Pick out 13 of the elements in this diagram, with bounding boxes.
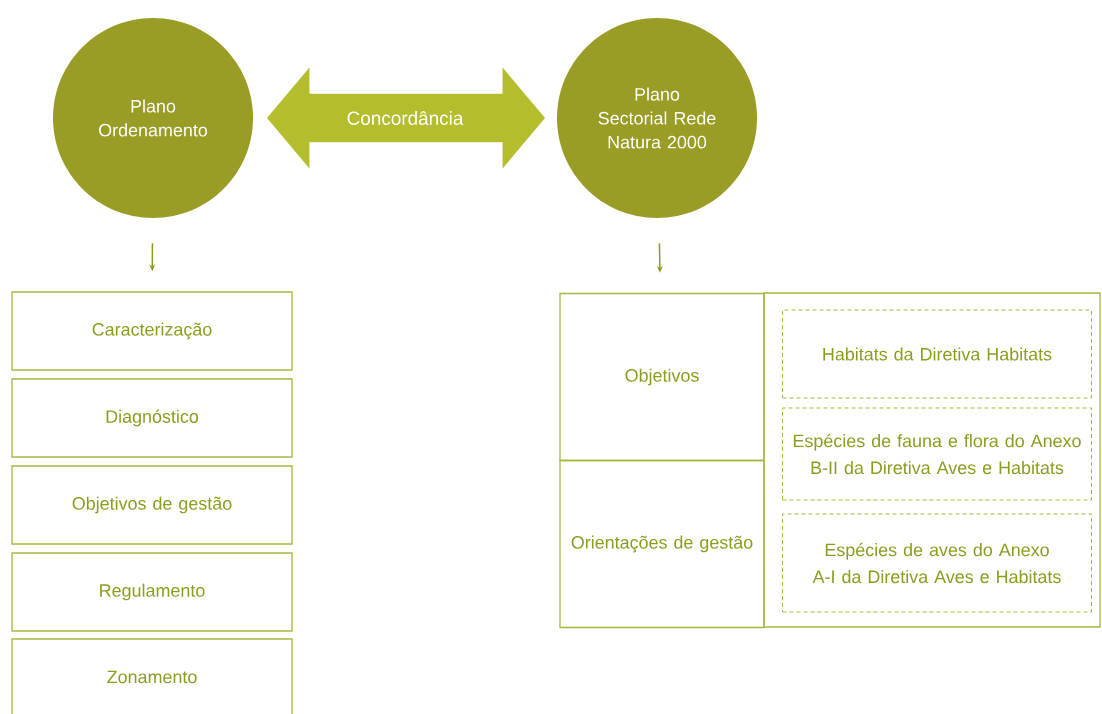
category-box: Espécies de aves do Anexo A-I da Diretiva Aves e Habitats [782,513,1092,613]
panel-box [763,292,1101,628]
category-box: Espécies de fauna e flora do Anexo B-II da Diretiva Aves e Habitats [782,407,1092,501]
category-box: Habitats da Diretiva Habitats [782,309,1092,399]
section-box: Zonamento [11,638,293,714]
edge-label: Concordância [347,111,464,125]
section-box: Objetivos de gestão [11,465,293,545]
section-box: Caracterização [11,291,293,371]
section-box: Diagnóstico [11,378,293,458]
section-box: Objetivos [559,292,765,462]
double-arrow [267,67,545,169]
section-box: Regulamento [11,552,293,632]
section-box: Orientações de gestão [559,459,765,629]
